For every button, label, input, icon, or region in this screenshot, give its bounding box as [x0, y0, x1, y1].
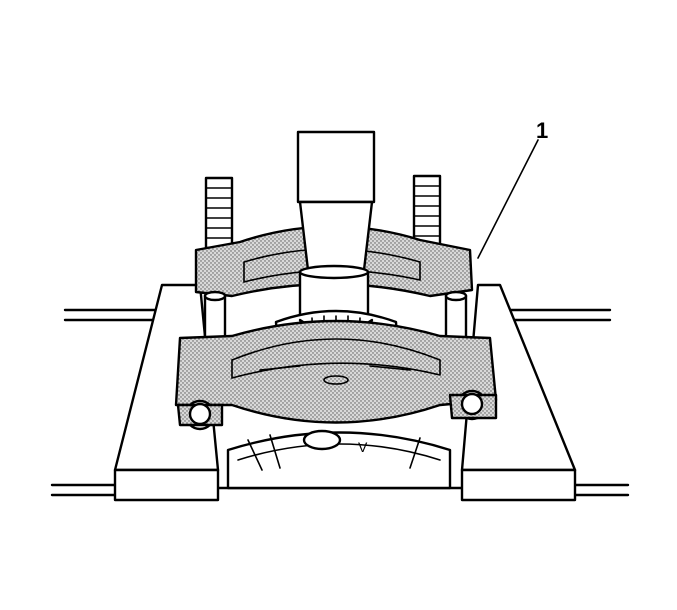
bearing-separator-front-half	[174, 319, 498, 431]
callout-1-label: 1	[536, 118, 548, 143]
bearing-mark-label: V	[358, 439, 368, 455]
threaded-rod-rear-left	[204, 176, 234, 250]
threaded-rod-rear-right	[412, 174, 442, 248]
threaded-rod-front-left	[203, 290, 227, 340]
callout-1: 1	[477, 118, 548, 259]
gear-housing: V	[226, 429, 452, 490]
press-ram	[296, 130, 376, 324]
threaded-rod-front-right	[444, 290, 468, 340]
press-plate-right	[460, 283, 577, 502]
